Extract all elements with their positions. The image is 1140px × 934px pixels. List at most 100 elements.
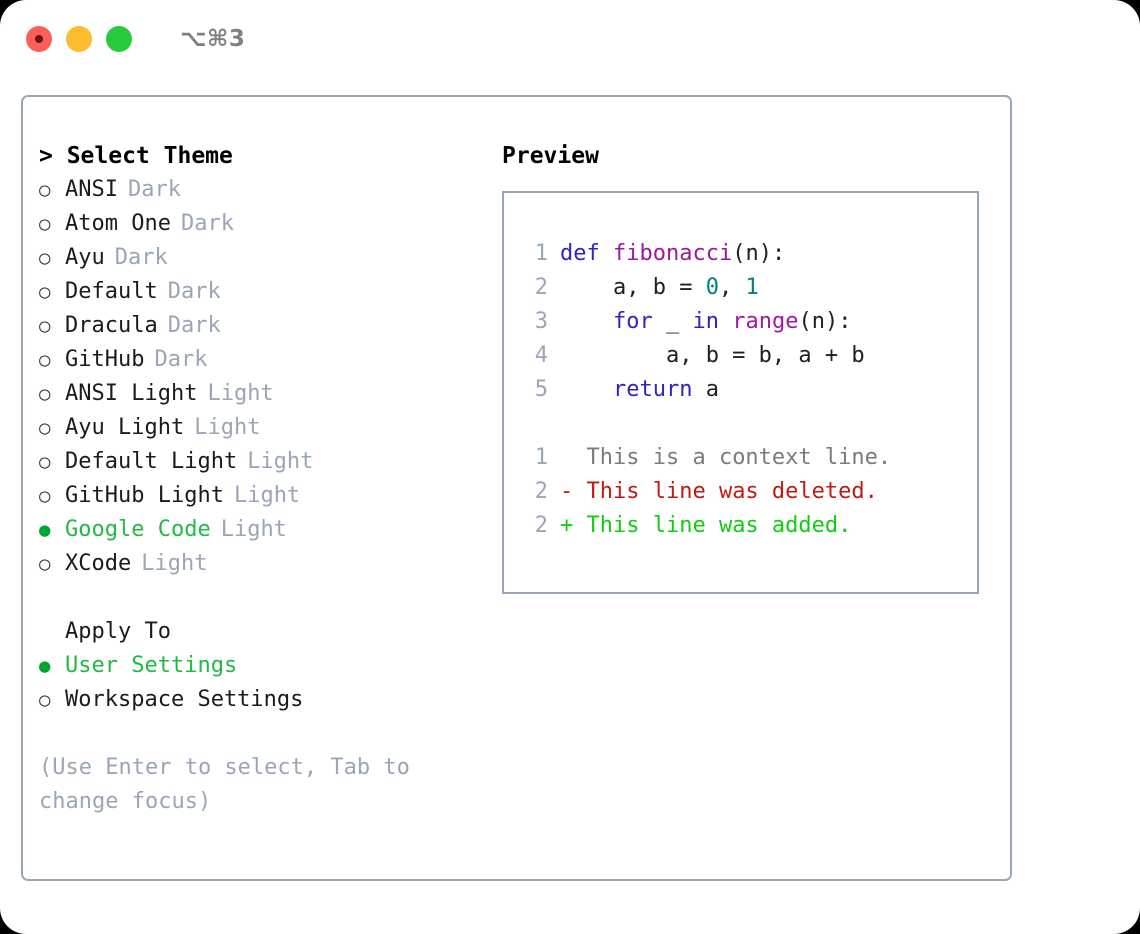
code-line-text: for _ in range(n): [560,305,851,339]
theme-variant-tag: Light [207,381,274,406]
theme-variant-tag: Dark [167,313,221,338]
diff-sign [560,445,573,470]
code-line: 5 return a [522,373,977,407]
diff-content: This line was added. [573,513,852,538]
theme-option-label: Atom One [65,211,171,236]
line-number: 1 [534,445,548,470]
apply-to-option-label: Workspace Settings [65,687,304,712]
code-token-kw: for [560,309,666,334]
code-token-fn: fibonacci [612,241,733,266]
diff-line-text: + This line was added. [560,509,851,543]
theme-variant-tag: Light [194,415,261,440]
theme-option-label: Default Light [65,449,238,474]
theme-variant-tag: Dark [167,279,221,304]
theme-option-label: Google Code [65,517,211,542]
code-token-kw: return [560,377,706,402]
radio-selected-icon: ● [39,519,51,541]
close-window-button[interactable] [26,26,52,52]
line-number: 3 [534,309,548,334]
code-token-plain: a, b = [560,275,706,300]
theme-option-google-code[interactable]: ● Google Code Light [39,513,491,547]
radio-selected-icon: ● [39,655,51,677]
code-token-plain: , [718,275,746,300]
radio-unselected-icon: ○ [39,179,51,201]
diff-sample: 1 This is a context line.2- This line wa… [522,441,977,543]
code-line-text: return a [560,373,719,407]
window-title: ⌥⌘3 [180,26,246,52]
theme-variant-tag: Light [247,449,314,474]
theme-option-ansi-light[interactable]: ○ ANSI Light Light [39,377,491,411]
radio-unselected-icon: ○ [39,383,51,405]
theme-option-xcode[interactable]: ○ XCode Light [39,547,491,581]
code-token-fn: range [732,309,799,334]
apply-to-option-user-settings[interactable]: ● User Settings [39,649,491,683]
theme-option-github[interactable]: ○ GitHub Dark [39,343,491,377]
theme-variant-tag: Dark [154,347,208,372]
diff-content: This line was deleted. [573,479,878,504]
theme-variant-tag: Dark [127,177,181,202]
code-line-text: a, b = b, a + b [560,339,865,373]
theme-option-label: Ayu Light [65,415,185,440]
code-token-num: 1 [745,275,759,300]
code-line: 3 for _ in range(n): [522,305,977,339]
diff-line-text: This is a context line. [560,441,891,475]
diff-content: This is a context line. [573,445,892,470]
theme-variant-tag: Dark [114,245,168,270]
theme-option-default[interactable]: ○ Default Dark [39,275,491,309]
code-token-plain: a [705,377,719,402]
diff-line-add: 2 + This line was added. [522,509,977,543]
radio-unselected-icon: ○ [39,451,51,473]
radio-unselected-icon: ○ [39,247,51,269]
line-number: 4 [534,343,548,368]
diff-sign: + [560,513,574,538]
title-bar: ⌥⌘3 [0,0,1140,78]
radio-unselected-icon: ○ [39,349,51,371]
theme-variant-tag: Dark [180,211,234,236]
line-number: 2 [534,513,548,538]
theme-option-label: GitHub [65,347,145,372]
minimize-window-button[interactable] [66,26,92,52]
line-number: 2 [534,479,548,504]
radio-unselected-icon: ○ [39,281,51,303]
diff-line-text: - This line was deleted. [560,475,878,509]
theme-variant-tag: Light [141,551,208,576]
apply-to-heading: Apply To [65,619,171,644]
traffic-light-group [26,26,132,52]
code-token-plain: _ [665,309,693,334]
code-blank-line [522,407,977,441]
apply-to-option-workspace-settings[interactable]: ○ Workspace Settings [39,683,491,717]
diff-line-del: 2- This line was deleted. [522,475,977,509]
maximize-window-button[interactable] [106,26,132,52]
theme-variant-tag: Light [220,517,287,542]
radio-unselected-icon: ○ [39,689,51,711]
theme-option-label: ANSI Light [65,381,198,406]
theme-option-default-light[interactable]: ○ Default Light Light [39,445,491,479]
preview-heading: Preview [502,143,599,169]
line-number: 2 [534,275,548,300]
diff-sign: - [560,479,574,504]
list-spacer [39,581,491,615]
radio-unselected-icon: ○ [39,315,51,337]
line-number: 1 [534,241,548,266]
theme-option-label: XCode [65,551,132,576]
apply-to-option-label: User Settings [65,653,238,678]
radio-unselected-icon: ○ [39,553,51,575]
radio-unselected-icon: ○ [39,485,51,507]
code-token-kw: in [692,309,733,334]
theme-option-label: Default [65,279,158,304]
code-token-plain: a, b = b, a + b [560,343,865,368]
apply-to-list[interactable]: ● User Settings ○ Workspace Settings [39,649,491,717]
